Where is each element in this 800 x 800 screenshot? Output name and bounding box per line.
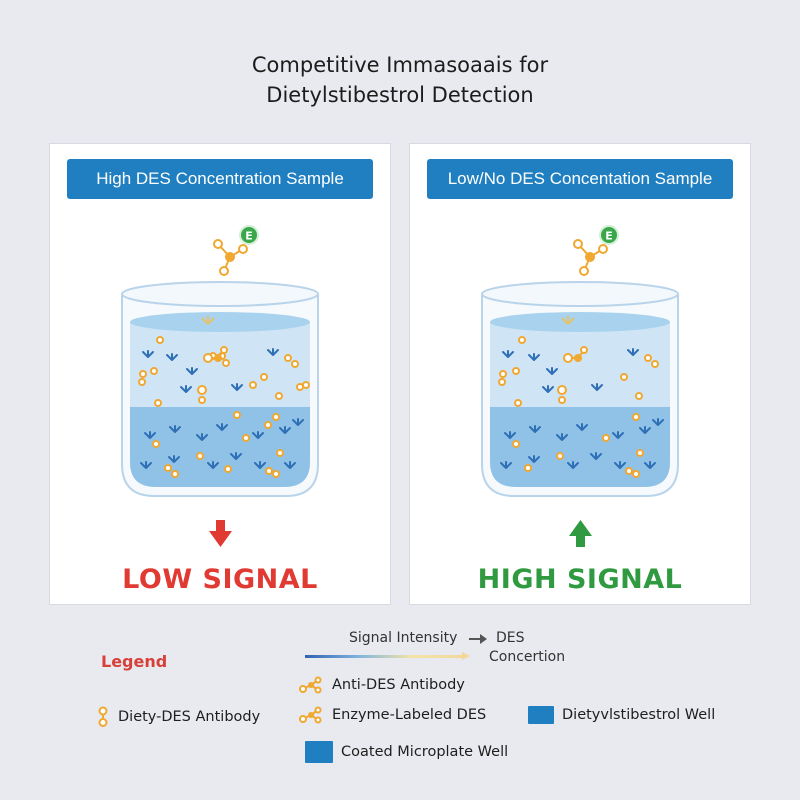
legend-label-enzyme-des: Enzyme-Labeled DES <box>332 707 487 723</box>
scale-target-line-1: DES <box>496 630 525 646</box>
signal-intensity-label: Signal Intensity <box>349 630 458 646</box>
legend-label-coated-well: Coated Microplate Well <box>341 744 509 760</box>
enzyme-labeled-des-molecule <box>573 239 608 276</box>
gradient-arrow-head <box>462 652 470 660</box>
well-illustration-low-des: E <box>481 225 679 547</box>
coated-well-swatch-icon <box>305 741 333 763</box>
enzyme-badge-label: E <box>605 230 613 243</box>
panel-low-des: Low/No DES Concentation Sample E <box>409 143 751 605</box>
enzyme-badge-label: E <box>245 230 253 243</box>
microplate-well <box>121 281 319 497</box>
antibodies-group <box>500 316 664 469</box>
legend-item-des-well: Dietyvlstibestrol Well <box>528 706 715 724</box>
des-well-swatch-icon <box>528 706 554 724</box>
antibodies-group <box>140 316 304 469</box>
diety-des-antibody-icon <box>98 706 108 727</box>
legend-label-diety-des: Diety-DES Antibody <box>118 709 261 725</box>
enzyme-labeled-des-icon <box>299 706 322 724</box>
scale-target-line-2: Concertion <box>489 649 566 665</box>
page-title: Competitive Immasoaais for Dietylstibest… <box>0 50 800 110</box>
down-arrow <box>209 520 232 547</box>
low-signal-label: LOW SIGNAL <box>122 564 318 595</box>
enzyme-labeled-des-in-well <box>203 346 228 363</box>
high-signal-label: HIGH SIGNAL <box>477 564 683 595</box>
microplate-well <box>481 281 679 497</box>
enzyme-labeled-des-in-well <box>563 346 588 363</box>
des-molecules-group <box>498 336 659 478</box>
up-arrow <box>569 520 592 547</box>
anti-des-antibody-icon <box>299 676 322 694</box>
legend-item-enzyme-des: Enzyme-Labeled DES <box>298 706 486 724</box>
signal-intensity-gradient-bar <box>305 655 465 658</box>
title-line-1: Competitive Immasoaais for <box>251 53 549 77</box>
well-illustration-high-des: E <box>121 225 319 547</box>
enzyme-labeled-des-molecule <box>213 239 248 276</box>
legend-item-anti-des: Anti-DES Antibody <box>298 676 465 694</box>
panel-header-low-des: Low/No DES Concentation Sample <box>427 159 733 199</box>
enzyme-badge: E <box>239 225 259 245</box>
legend-label-anti-des: Anti-DES Antibody <box>332 677 465 693</box>
panel-header-high-des: High DES Concentration Sample <box>67 159 373 199</box>
legend-item-coated-well: Coated Microplate Well <box>305 741 508 763</box>
legend-label-des-well: Dietyvlstibestrol Well <box>562 707 716 723</box>
des-molecules-group <box>138 336 310 478</box>
enzyme-badge: E <box>599 225 619 245</box>
legend-item-diety-des: Diety-DES Antibody <box>96 706 260 728</box>
legend-title: Legend <box>101 652 168 671</box>
title-line-2: Dietylstibestrol Detection <box>266 83 534 107</box>
arrow-right-icon <box>469 634 487 644</box>
panel-high-des: High DES Concentration Sample E <box>49 143 391 605</box>
